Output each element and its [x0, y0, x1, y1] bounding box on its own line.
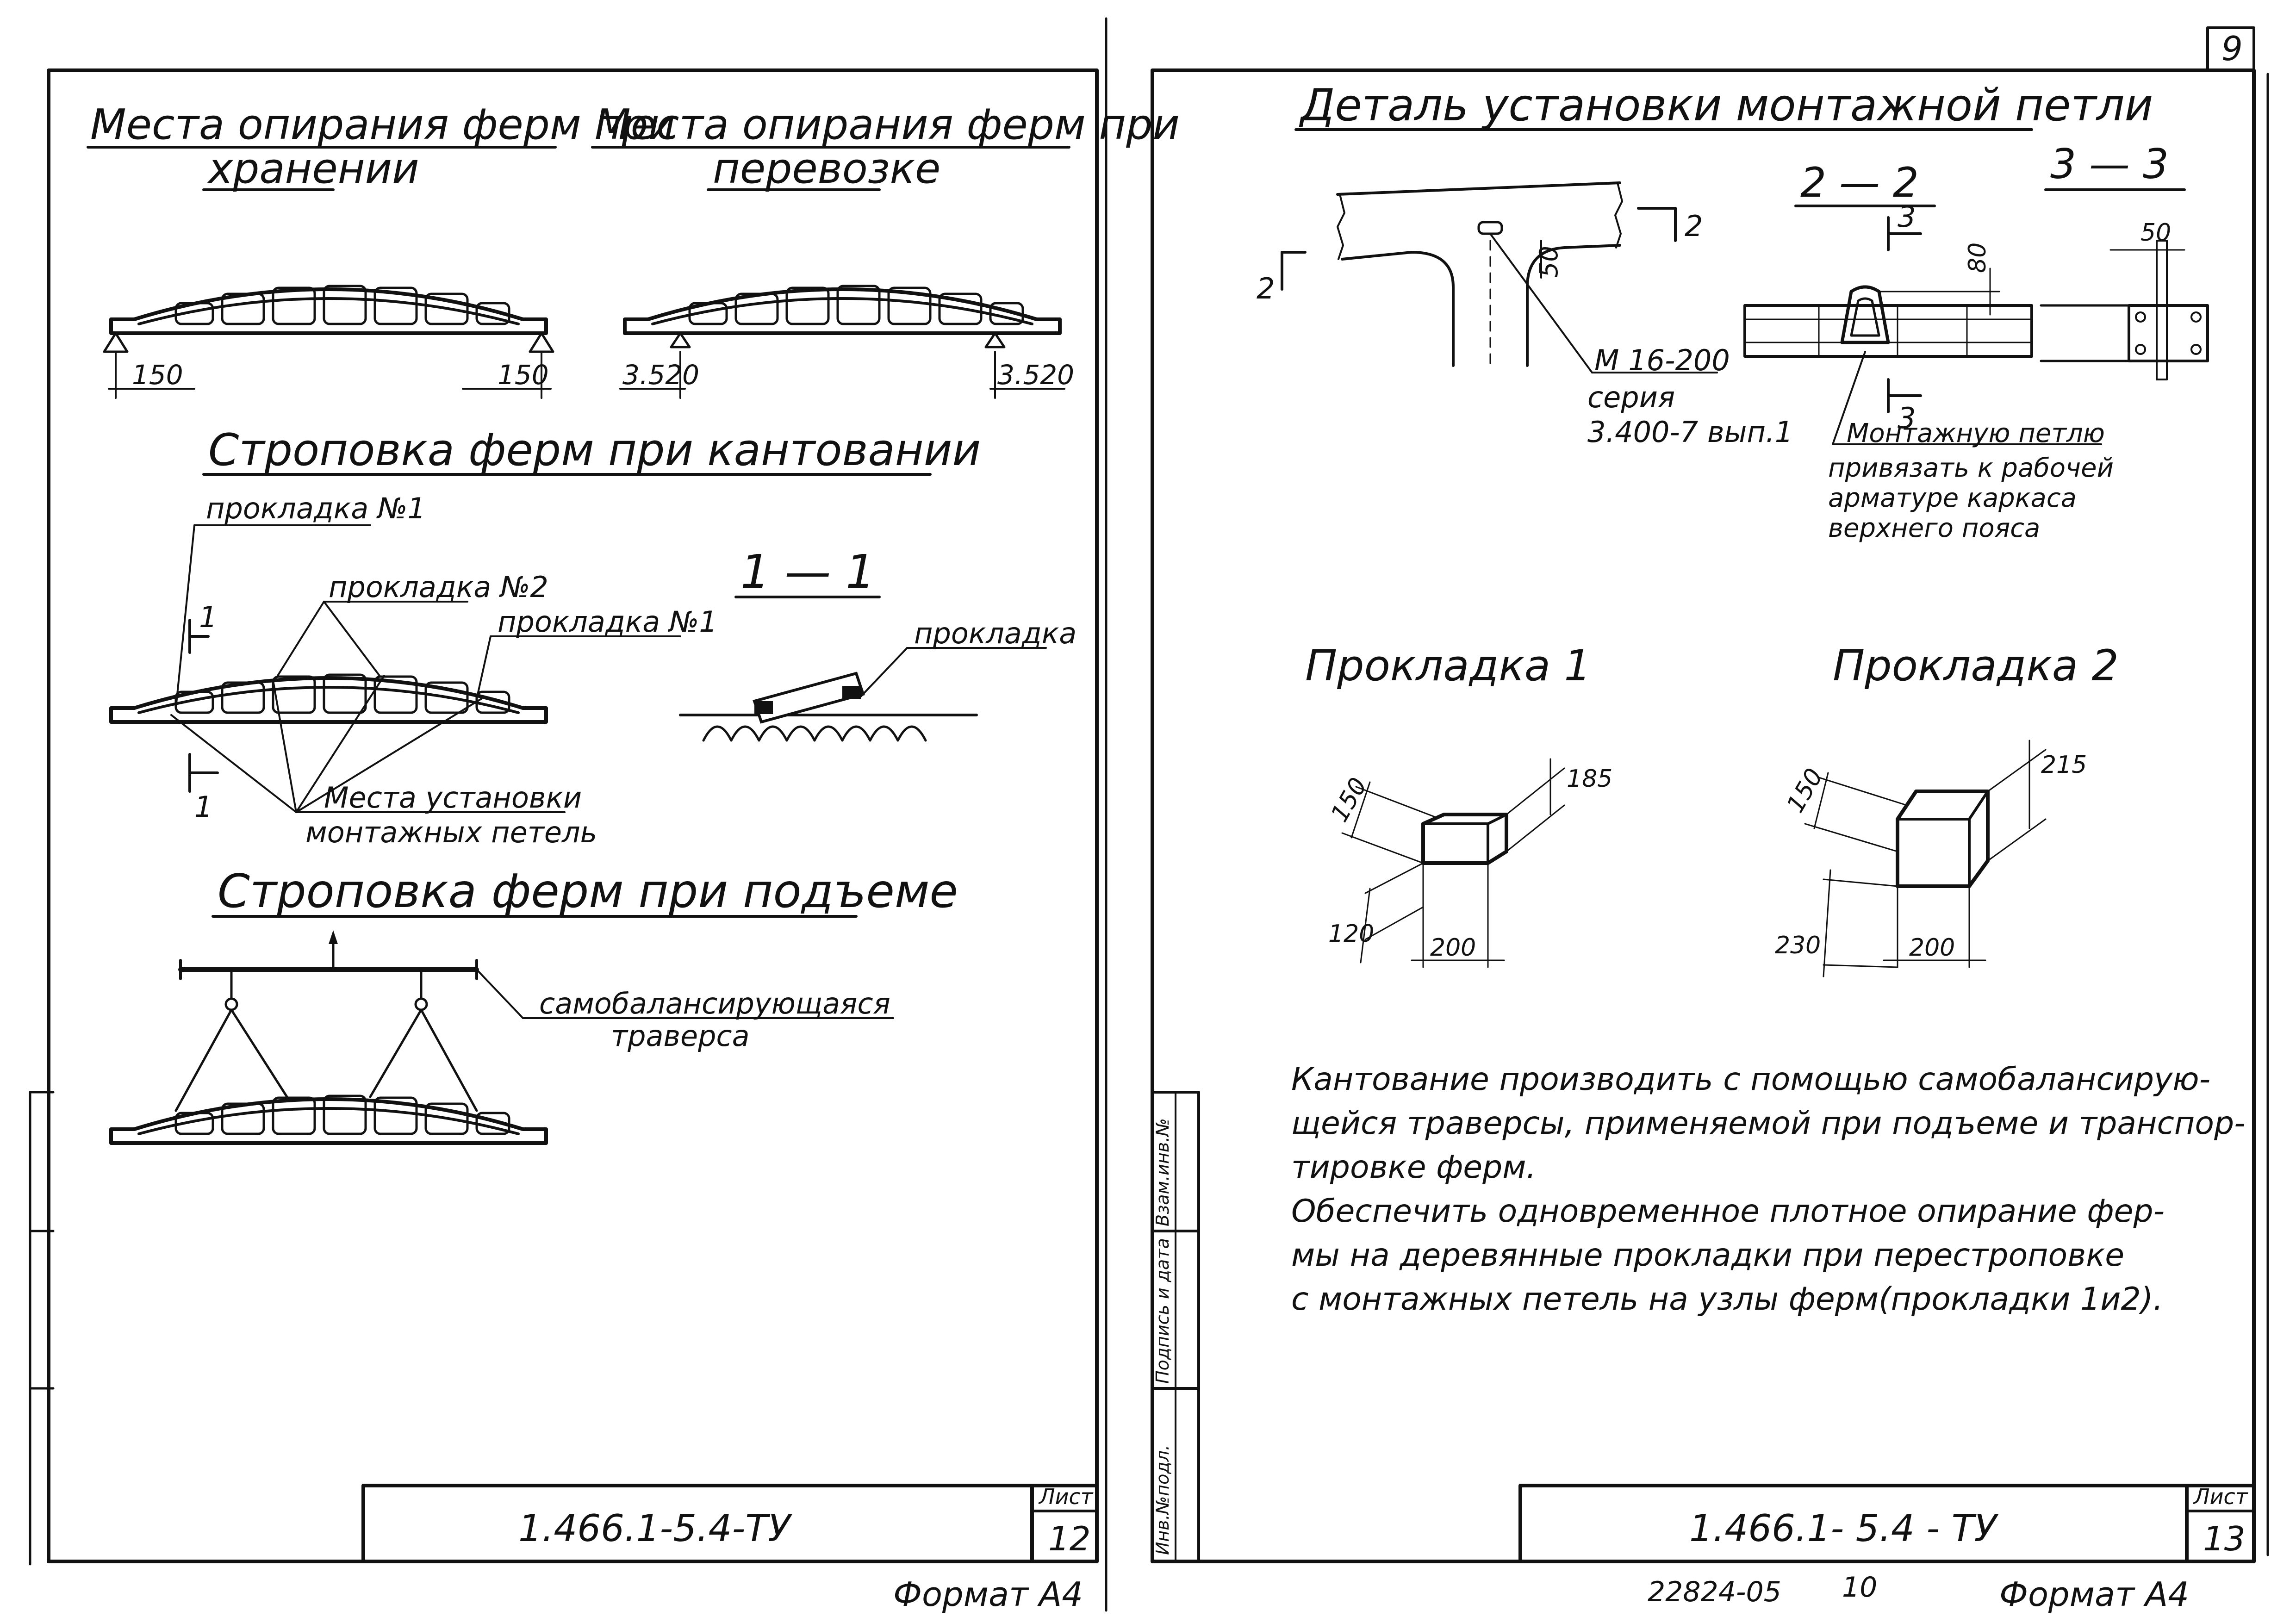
truss-transport: 3.520 3.520: [619, 285, 1074, 399]
label-traverse-line1: самобалансирующаяся: [539, 987, 890, 1020]
heading-transport-line2: перевозке: [713, 144, 940, 193]
page-corner-number: 9: [2221, 29, 2243, 68]
truss-transport-panels: [688, 285, 1024, 325]
left-sheet-number: 12: [1048, 1519, 1091, 1558]
note-loop-line2: привязать к рабочей: [1828, 453, 2114, 483]
support-right-transport: [984, 332, 1006, 348]
heading-loop-detail: Деталь установки монтажной петли: [1299, 80, 2153, 131]
corner-number-box: [2206, 26, 2255, 72]
series-line2: 3.400-7 вып.1: [1587, 415, 1793, 449]
section-mark-1-bottom: 1: [194, 790, 212, 824]
notes-block: Кантование производить с помощью самобал…: [1291, 1061, 2246, 1318]
note-line-4: Обеспечить одновременное плотное опирани…: [1291, 1193, 2165, 1230]
right-sheet-number: 13: [2203, 1519, 2246, 1558]
right-title-code: 1.466.1- 5.4 - ТУ: [1689, 1507, 1999, 1550]
right-title-block: 1.466.1- 5.4 - ТУ Лист 13: [1518, 1484, 2256, 1563]
section-mark-3-top: 3: [1898, 200, 1916, 234]
pad1-height-top: 185: [1567, 765, 1612, 793]
stamp-inv-label: Инв.№подл.: [1152, 1445, 1173, 1555]
truss-lifting-panels: [174, 1094, 510, 1135]
stamp-replace-label: Взам.инв.№: [1152, 1118, 1173, 1226]
side-stamp: Инв.№подл. Подпись и дата Взам.инв.№: [1151, 1091, 1200, 1563]
heading-storage-line1: Места опирания ферм при: [90, 100, 675, 149]
lifting-diagram: самобалансирующаяся траверса: [109, 930, 894, 1145]
section-3-3: 3 — 3 50: [2040, 140, 2209, 380]
dim-transport-left: 3.520: [622, 359, 699, 391]
label-pad2: прокладка №2: [329, 570, 548, 604]
truss-storage: 150 150: [103, 285, 554, 399]
note-line-6: с монтажных петель на узлы ферм(прокладк…: [1291, 1281, 2163, 1318]
pad2-width: 200: [1909, 934, 1955, 962]
pad2-height-side: 230: [1775, 932, 1821, 959]
section-mark-3-bottom: 3: [1898, 401, 1916, 435]
loop-note: Монтажную петлю привязать к рабочей арма…: [1828, 418, 2114, 543]
pad1-title: Прокладка 1: [1305, 641, 1591, 690]
label-loop-places-line2: монтажных петель: [305, 815, 597, 849]
pad1-drawing: 150 185 120 200: [1325, 758, 1612, 968]
loop-leader-lines: [170, 675, 566, 813]
note-loop-line3: арматуре каркаса: [1828, 483, 2077, 513]
section-1-1-title: 1 — 1: [740, 545, 875, 599]
left-sheet-label: Лист: [1038, 1484, 1094, 1509]
heading-tilting: Строповка ферм при кантовании: [208, 425, 981, 476]
truss-transport-outline: [623, 287, 1062, 335]
bottom-number: 22824-05: [1648, 1576, 1781, 1608]
label-pad-section: прокладка: [914, 616, 1076, 650]
right-format-label: Формат А4: [1999, 1575, 2189, 1614]
loop-mark: М 16-200: [1594, 343, 1730, 377]
truss-storage-chord: [137, 297, 520, 325]
heading-storage-line2: хранении: [207, 144, 419, 193]
note-line-3: тировке ферм.: [1291, 1149, 1536, 1186]
section-mark-1-top: 1: [199, 600, 217, 634]
dim-transport-right: 3.520: [997, 359, 1074, 391]
pad2-title: Прокладка 2: [1833, 641, 2119, 690]
section-beam: [753, 672, 865, 724]
right-sheet-label: Лист: [2193, 1484, 2248, 1509]
label-pad1-top: прокладка №1: [206, 491, 426, 525]
bottom-page: 10: [1842, 1571, 1877, 1604]
section-3-3-title: 3 — 3: [2050, 140, 2169, 188]
pad2-height-top: 215: [2041, 751, 2087, 779]
loop-node-detail: М 16-200 серия 3.400-7 вып.1 50 2 2: [1257, 181, 1793, 449]
left-format-label: Формат А4: [893, 1575, 1083, 1614]
section-1-1: 1 — 1 прокладка: [679, 545, 1076, 742]
note-line-2: щейся траверсы, применяемой при подъеме …: [1291, 1105, 2246, 1142]
truss-tilting-outline: [109, 676, 548, 724]
note-loop-line1: Монтажную петлю: [1847, 418, 2105, 448]
truss-lifting-outline: [109, 1097, 548, 1145]
left-edge-marks: [29, 1091, 55, 1566]
section-2-2: 2 — 2 3 80 3: [1743, 159, 2033, 445]
support-left-transport: [670, 332, 691, 348]
section-2-2-title: 2 — 2: [1800, 159, 1919, 206]
truss-transport-chord: [651, 297, 1033, 325]
section-pad-block: [754, 701, 773, 714]
left-sheet: Места опирания ферм при хранении Места о…: [29, 17, 1180, 1614]
note-line-1: Кантование производить с помощью самобал…: [1291, 1061, 2210, 1098]
label-loop-places-line1: Места установки: [324, 781, 582, 815]
truss-storage-panels: [174, 285, 510, 325]
left-title-block: 1.466.1-5.4-ТУ Лист 12: [361, 1484, 1099, 1563]
dim-storage-right: 150: [498, 359, 549, 391]
label-traverse-line2: траверса: [611, 1019, 750, 1053]
truss-storage-outline: [109, 287, 548, 335]
section-mark-2-right: 2: [1685, 209, 1703, 243]
pad1-height-side: 120: [1328, 920, 1374, 948]
heading-transport-line1: Места опирания ферм при: [595, 100, 1180, 149]
note-loop-line4: верхнего пояса: [1828, 513, 2040, 543]
right-sheet: 9 Деталь установки монтажной петли М 16-…: [1151, 26, 2269, 1614]
dim-storage-left: 150: [132, 359, 183, 391]
dim-50-vertical: 50: [1534, 246, 1563, 278]
dim-80: 80: [1964, 243, 1991, 273]
heading-lifting: Строповка ферм при подъеме: [218, 864, 958, 918]
truss-tilting: прокладка №1 прокладка №2 прокладка №1 1: [109, 491, 717, 849]
series-line1: серия: [1587, 380, 1675, 414]
section-mark-2-left: 2: [1257, 272, 1275, 305]
stamp-signature-label: Подпись и дата: [1152, 1238, 1173, 1384]
note-line-5: мы на деревянные прокладки при перестроп…: [1291, 1237, 2124, 1274]
label-pad1-right: прокладка №1: [498, 605, 717, 639]
pad1-width: 200: [1430, 934, 1476, 962]
ground-hatch: [702, 725, 927, 742]
left-title-code: 1.466.1-5.4-ТУ: [518, 1507, 793, 1550]
